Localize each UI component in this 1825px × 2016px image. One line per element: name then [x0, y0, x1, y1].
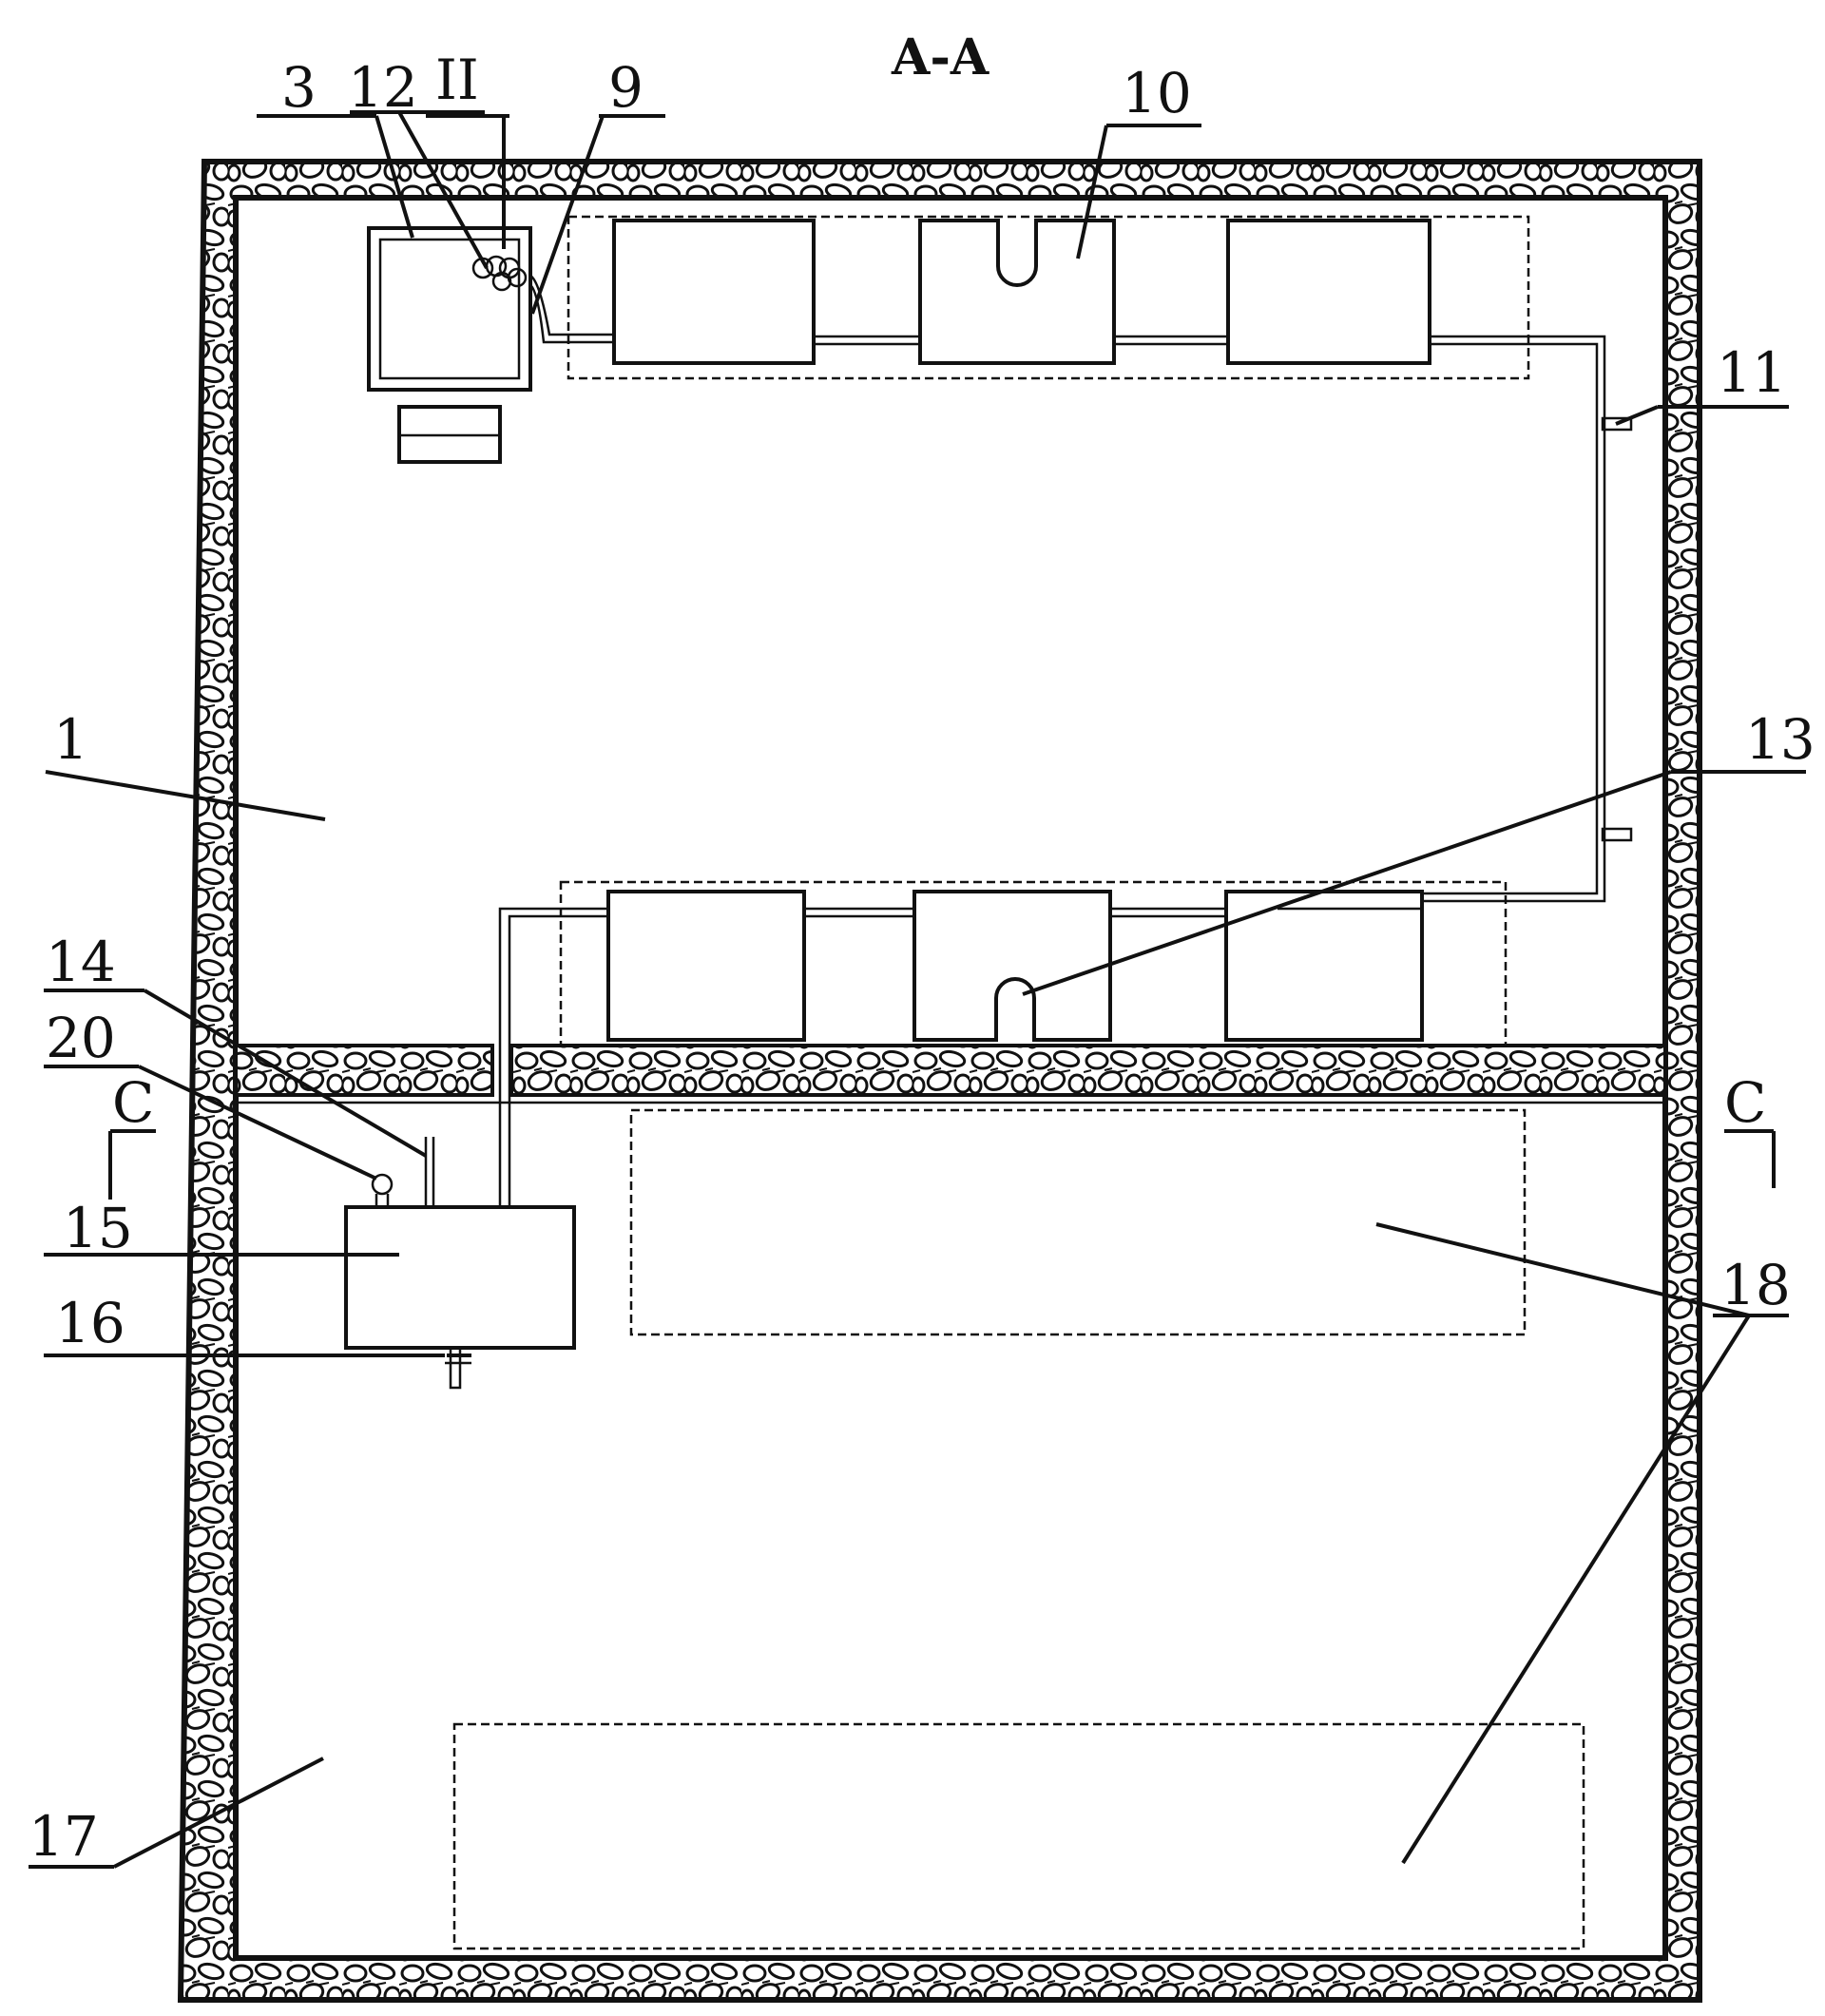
label-1: 1: [53, 707, 88, 772]
fitting-lower: [1601, 827, 1633, 842]
tank-15: [344, 1205, 576, 1350]
upper-module-left: [612, 219, 816, 365]
label-12: 12: [348, 55, 418, 120]
bottom-dashed-outline: [452, 1722, 1585, 1950]
lower-upper-dashed-outline: [629, 1108, 1527, 1336]
upper-dashed-outline: [567, 215, 1530, 380]
upper-module-center-10: [918, 219, 1116, 365]
label-16: 16: [55, 1291, 125, 1355]
partition-wall-right: [509, 1044, 1667, 1097]
label-C-left: C: [112, 1070, 154, 1135]
fitting-11: [1601, 416, 1633, 432]
label-11: 11: [1717, 340, 1787, 405]
label-17: 17: [29, 1804, 99, 1869]
drain-16: [445, 1348, 471, 1390]
lower-module-center-13: [912, 890, 1112, 1042]
label-10: 10: [1122, 61, 1192, 125]
lower-module-right: [1224, 890, 1424, 1042]
unit-3-inner: [378, 238, 521, 380]
label-II: II: [435, 48, 479, 112]
label-9: 9: [608, 55, 644, 120]
label-20: 20: [46, 1006, 116, 1070]
unit-3-outer: [367, 226, 532, 392]
leader-lines: [29, 110, 1806, 1869]
lower-module-left: [606, 890, 806, 1042]
upper-module-right: [1226, 219, 1431, 365]
label-18: 18: [1720, 1253, 1791, 1317]
partition-wall-left: [234, 1044, 494, 1097]
label-3: 3: [281, 55, 317, 120]
section-title: A-A: [891, 29, 989, 86]
label-15: 15: [63, 1196, 133, 1260]
label-13: 13: [1745, 707, 1815, 772]
outer-wall: [177, 159, 1702, 2003]
valve-20: [371, 1173, 394, 1196]
label-C-right: C: [1724, 1070, 1766, 1135]
label-14: 14: [46, 930, 116, 994]
lower-dashed-outline: [559, 880, 1508, 1047]
